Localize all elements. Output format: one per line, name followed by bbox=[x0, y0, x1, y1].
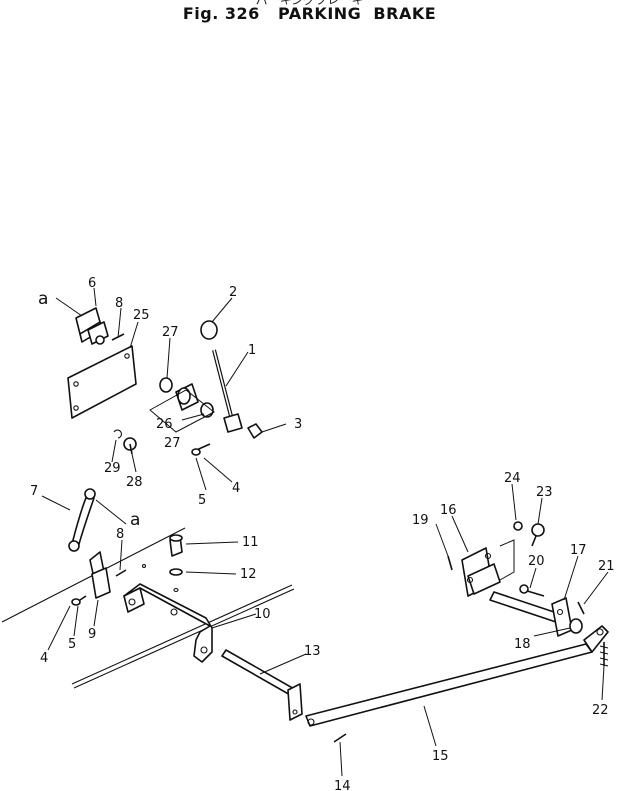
frame-line-lower-2 bbox=[73, 588, 295, 689]
part-4-bolt-lower bbox=[71, 595, 87, 606]
part-18-bushing bbox=[569, 618, 583, 634]
part-7-link bbox=[68, 488, 96, 552]
part-13-rod bbox=[221, 649, 303, 721]
callout-8-lower: 8 bbox=[116, 527, 124, 542]
part-25-plate bbox=[67, 345, 137, 419]
callout-16: 16 bbox=[440, 503, 457, 518]
part-3-nut bbox=[247, 423, 263, 439]
part-23-bolt bbox=[531, 523, 545, 547]
callout-28: 28 bbox=[126, 475, 143, 490]
part-19-pin bbox=[447, 555, 453, 571]
callout-1: 1 bbox=[248, 343, 256, 358]
callout-5-lower: 5 bbox=[68, 637, 76, 652]
callout-18: 18 bbox=[514, 637, 531, 652]
callout-9: 9 bbox=[88, 627, 96, 642]
part-29-washer bbox=[113, 429, 122, 439]
callout-15: 15 bbox=[432, 749, 449, 764]
callout-22: 22 bbox=[592, 703, 609, 718]
part-9-bracket bbox=[89, 551, 111, 599]
callout-25: 25 bbox=[133, 308, 150, 323]
bolt-bracket-lines bbox=[499, 539, 515, 581]
callout-24: 24 bbox=[504, 471, 521, 486]
frame-line-lower bbox=[71, 584, 293, 685]
ref-label-a-lower: a bbox=[130, 510, 140, 530]
callout-labels: a 6 8 25 2 1 27 26 27 3 4 5 29 28 7 a 8 … bbox=[30, 276, 615, 791]
callout-3: 3 bbox=[294, 417, 302, 432]
callout-23: 23 bbox=[536, 485, 553, 500]
part-12-washer bbox=[169, 568, 183, 593]
part-16-bracket bbox=[461, 547, 501, 597]
japanese-subtitle: パーキングブレーキ bbox=[255, 0, 364, 7]
part-14-pin bbox=[333, 733, 347, 743]
part-10-bracket bbox=[123, 583, 213, 663]
callout-14: 14 bbox=[334, 779, 351, 791]
part-15-long-rod bbox=[305, 625, 609, 727]
sleeve-bracket-lines bbox=[149, 389, 215, 433]
part-8-pin-lower bbox=[115, 569, 127, 577]
callout-21: 21 bbox=[598, 559, 615, 574]
callout-2: 2 bbox=[229, 285, 237, 300]
cross-shaft bbox=[489, 591, 561, 623]
part-27-bushing-upper bbox=[159, 377, 173, 393]
callout-5-upper: 5 bbox=[198, 493, 206, 508]
part-21-pin bbox=[577, 601, 585, 615]
part-1-lever bbox=[212, 349, 243, 433]
callout-26: 26 bbox=[156, 417, 173, 432]
part-20-bolt bbox=[519, 584, 545, 597]
part-4-bolt-upper bbox=[191, 443, 211, 456]
callout-27-lower: 27 bbox=[164, 436, 181, 451]
part-2-knob bbox=[200, 320, 218, 340]
callout-27-upper: 27 bbox=[162, 325, 179, 340]
part-28-bolt bbox=[123, 437, 137, 455]
callout-4-upper: 4 bbox=[232, 481, 240, 496]
callout-11: 11 bbox=[242, 535, 259, 550]
part-26-sleeve bbox=[175, 383, 199, 411]
hole-mark bbox=[141, 563, 147, 569]
callout-6: 6 bbox=[88, 276, 96, 291]
part-27-bushing-lower bbox=[200, 402, 214, 418]
callout-29: 29 bbox=[104, 461, 121, 476]
part-6-bracket bbox=[75, 307, 109, 345]
callout-8-upper: 8 bbox=[115, 296, 123, 311]
callout-12: 12 bbox=[240, 567, 257, 582]
callout-17: 17 bbox=[570, 543, 587, 558]
part-22-screw bbox=[599, 642, 609, 667]
callout-19: 19 bbox=[412, 513, 429, 528]
figure-title: Fig. 326 PARKING BRAKE bbox=[182, 4, 437, 23]
part-11-bolt bbox=[169, 534, 183, 557]
part-17-arm bbox=[551, 597, 573, 637]
callout-10: 10 bbox=[254, 607, 271, 622]
ref-label-a-upper: a bbox=[38, 289, 48, 309]
leader-lines bbox=[41, 287, 609, 777]
callout-4-lower: 4 bbox=[40, 651, 48, 666]
callout-7: 7 bbox=[30, 484, 38, 499]
callout-20: 20 bbox=[528, 554, 545, 569]
part-24-washer bbox=[513, 521, 523, 531]
callout-13: 13 bbox=[304, 644, 321, 659]
